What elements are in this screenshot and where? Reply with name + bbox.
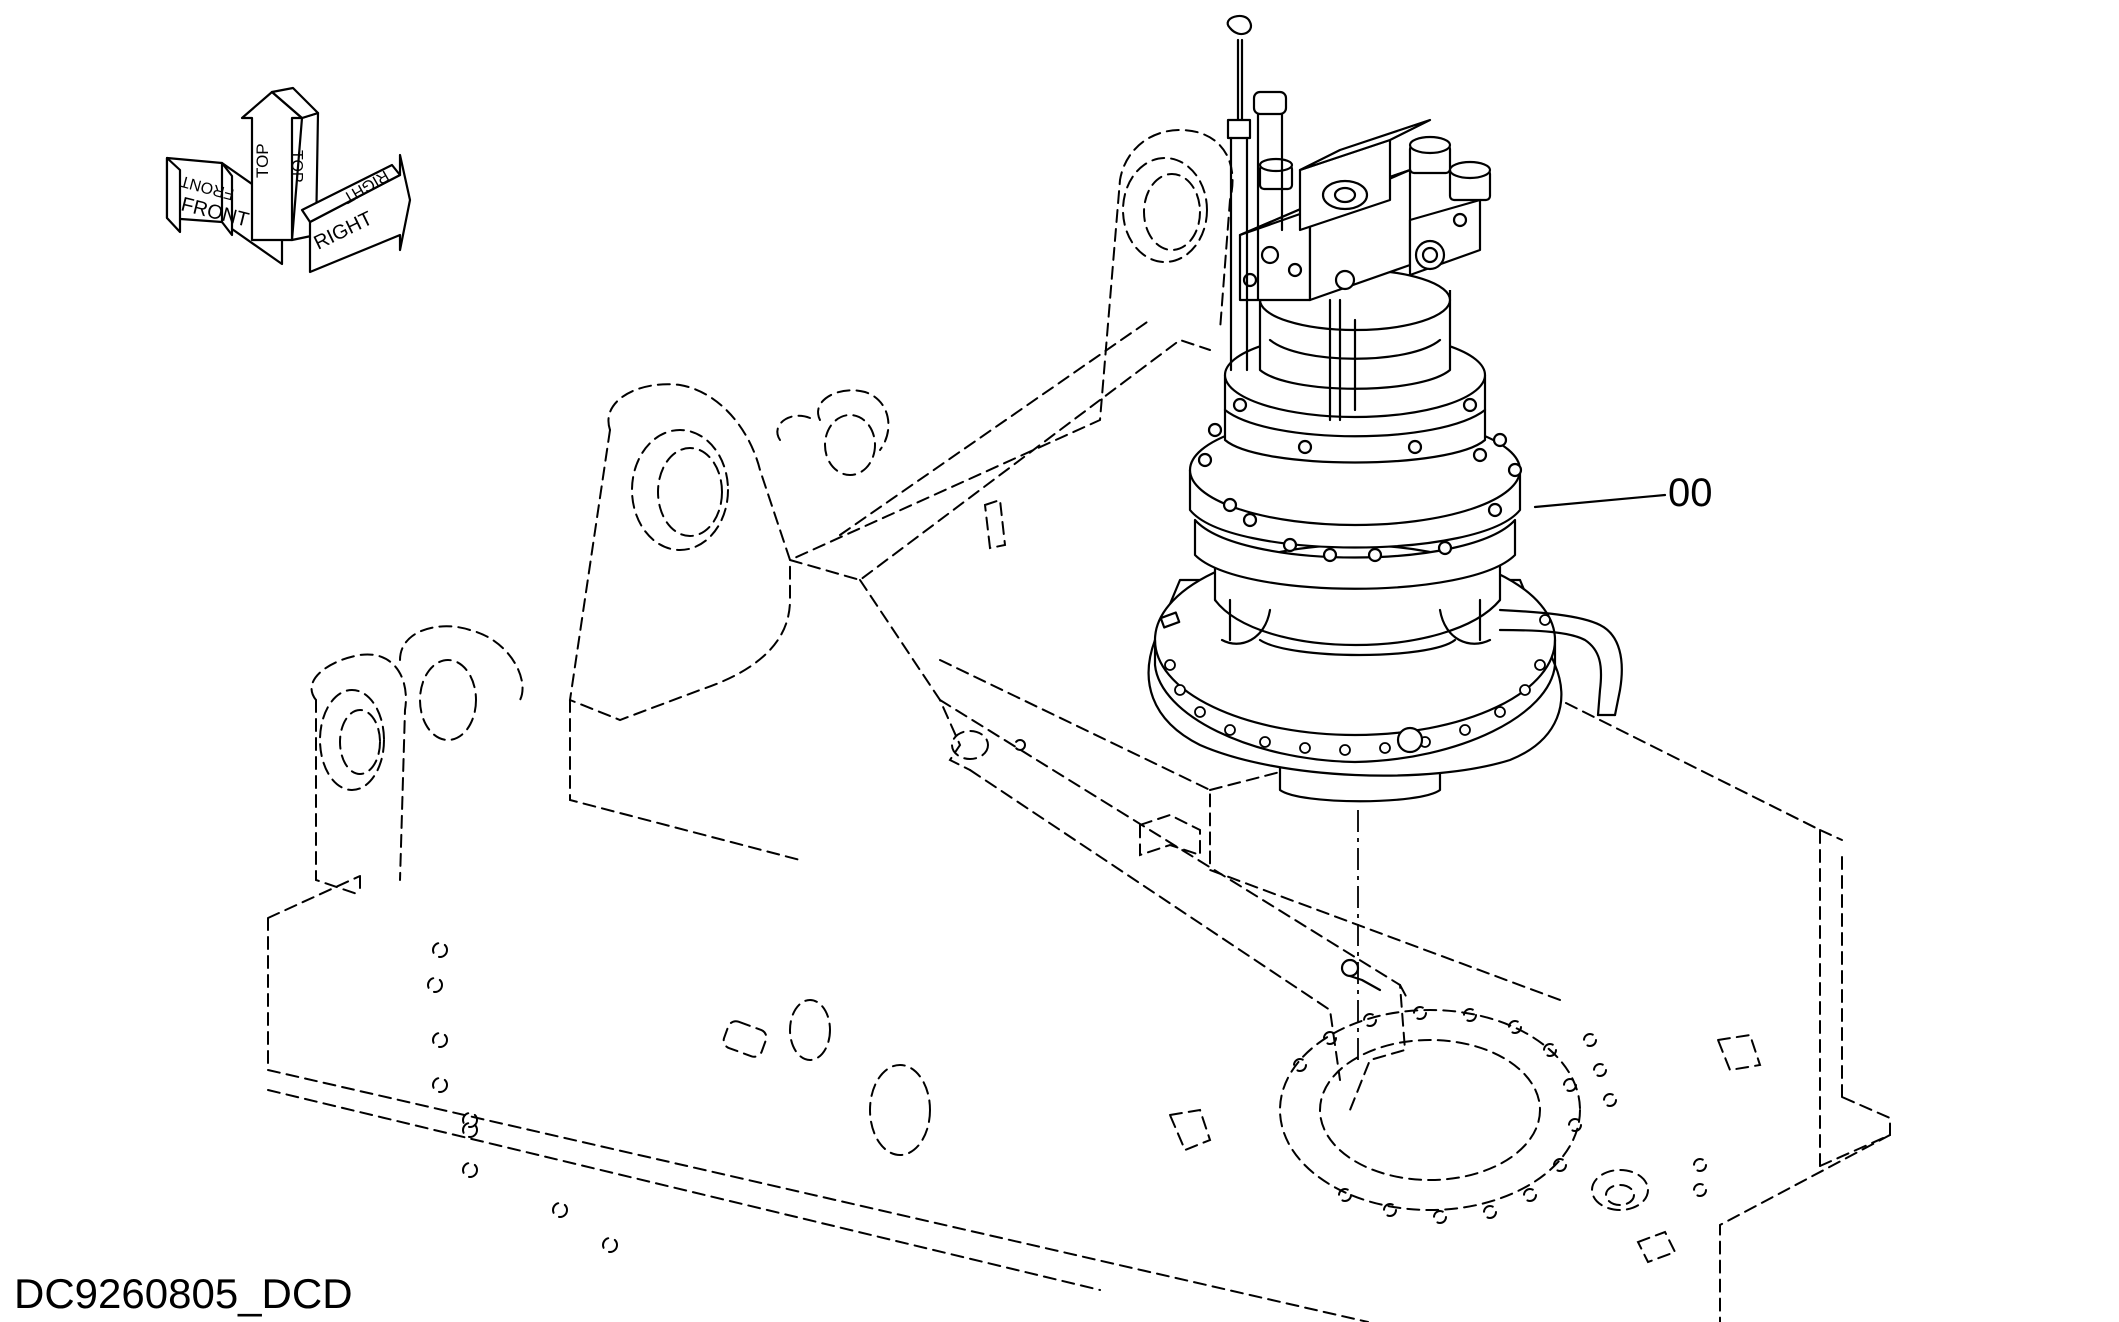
orientation-indicator: FRONT FRONT TOP TOP RIGHT RIGHT: [165, 86, 412, 274]
swing-motor-assembly: [1147, 118, 1563, 803]
right-arrow-icon: [300, 153, 412, 274]
drain-hose-icon: [1498, 608, 1623, 717]
top-label-mirror: TOP: [288, 150, 305, 183]
callout-leader-line: [1533, 493, 1667, 509]
locating-pin-icon: [1340, 958, 1382, 992]
callout-label: 00: [1668, 471, 1713, 515]
slew-ring-holes: [1293, 1006, 1582, 1224]
top-label: TOP: [253, 143, 272, 178]
deck-holes: [427, 739, 1707, 1253]
upper-frame-outline: [267, 128, 1891, 1322]
drawing-code: DC9260805_DCD: [14, 1270, 353, 1317]
level-gauge-tube-icon: [1252, 90, 1288, 302]
flange-bolt-holes: [1164, 614, 1551, 756]
dipstick-icon: [1226, 14, 1253, 372]
ring-gear-bolts: [1197, 422, 1523, 563]
